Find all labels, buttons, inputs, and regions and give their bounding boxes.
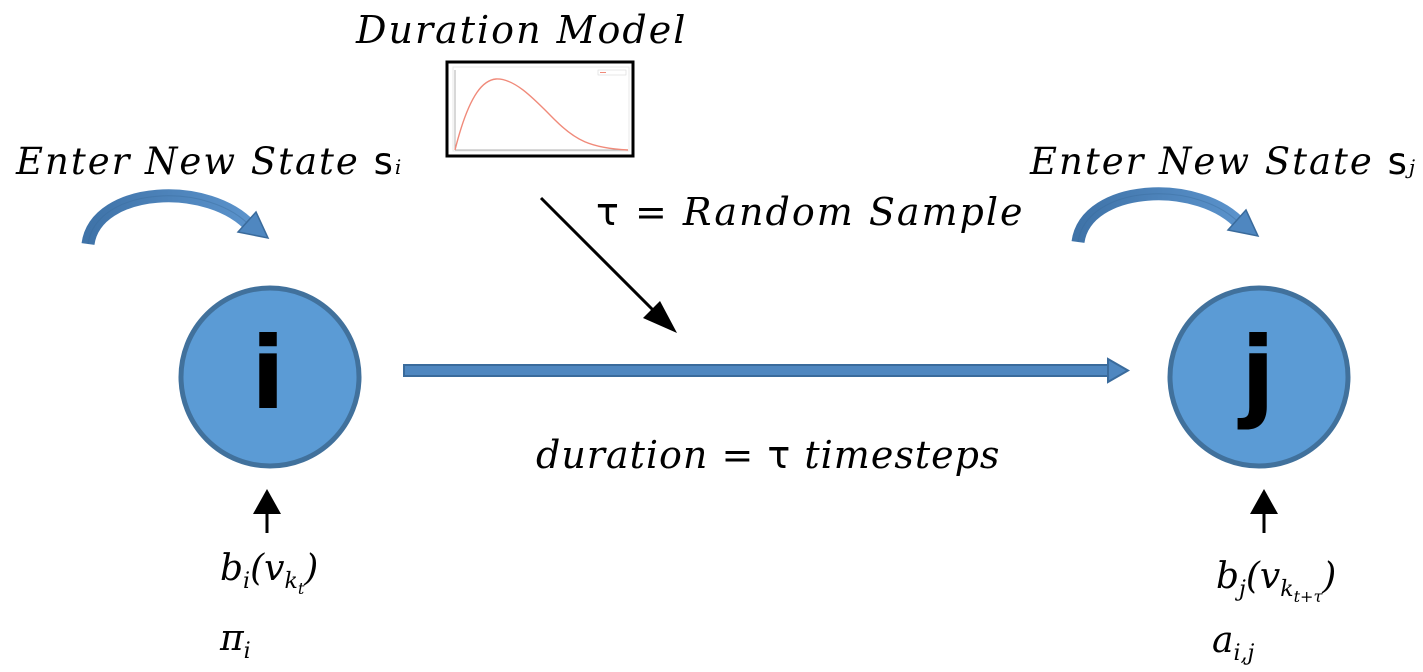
- emission-j-arrow: [1250, 489, 1278, 533]
- state-j-symbol: s: [1387, 140, 1409, 183]
- random-sample-text: = Random Sample: [620, 190, 1025, 234]
- enter-state-i-curl-arrow: [81, 189, 270, 246]
- transition-j-label: ai,j: [1212, 620, 1255, 666]
- duration-label: duration = τ timesteps: [536, 433, 1000, 477]
- state-i-node: i: [178, 285, 362, 469]
- enter-state-i-prefix: Enter New State: [16, 140, 374, 183]
- enter-state-j-curl-arrow: [1071, 187, 1260, 244]
- enter-state-i-label: Enter New State si: [16, 140, 403, 183]
- prior-i-label: πi: [220, 618, 251, 664]
- tau-symbol: τ: [596, 190, 621, 234]
- thumbnail-legend: [597, 69, 627, 76]
- state-j-node-label: j: [1237, 315, 1275, 432]
- state-i-node-label: i: [251, 315, 285, 432]
- emission-i-label: bi(vkt): [220, 548, 319, 598]
- state-i-subscript: i: [394, 155, 404, 179]
- duration-curve: [454, 78, 629, 151]
- state-j-subscript: j: [1408, 155, 1418, 179]
- duration-prefix: duration =: [536, 433, 768, 477]
- emission-i-arrow: [253, 489, 281, 533]
- enter-state-j-prefix: Enter New State: [1030, 140, 1388, 183]
- enter-state-j-label: Enter New State sj: [1030, 140, 1417, 183]
- transition-arrow: [403, 357, 1131, 384]
- duration-model-thumbnail: [445, 60, 635, 158]
- duration-tau: τ: [767, 433, 792, 477]
- state-j-node: j: [1167, 285, 1351, 469]
- random-sample-label: τ = Random Sample: [596, 190, 1025, 234]
- duration-suffix: timesteps: [791, 433, 1001, 477]
- sampling-arrow: [539, 196, 677, 333]
- state-i-symbol: s: [373, 140, 395, 183]
- duration-model-title: Duration Model: [356, 8, 688, 52]
- emission-j-label: bj(vkt+τ): [1216, 556, 1337, 606]
